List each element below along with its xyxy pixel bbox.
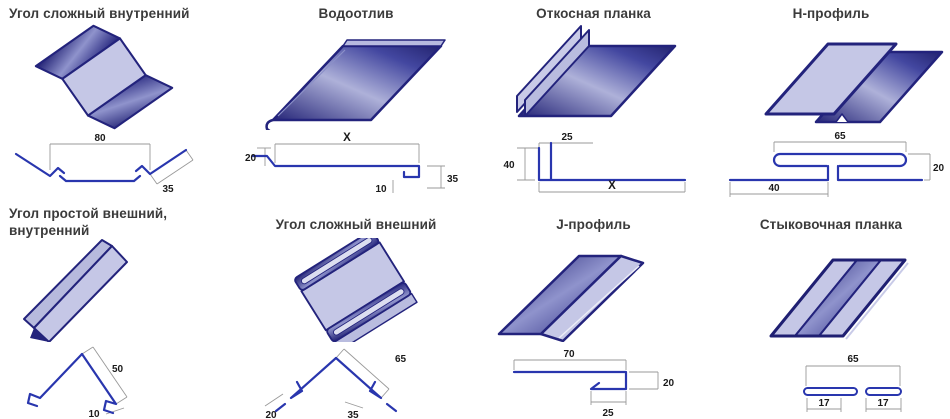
dim-label-65: 65	[834, 131, 846, 142]
center-profile	[58, 174, 141, 183]
h-profile-legs	[728, 164, 924, 182]
panel-simple-corner: Угол простой внешний, внутренний 50 10	[0, 200, 237, 419]
simple-corner-illustration	[22, 239, 128, 342]
inner-complex-corner-dimension-drawing: 80 35	[14, 133, 193, 195]
panel-title: Угол сложный внутренний	[9, 6, 190, 21]
panel-title: Угол сложный внешний	[275, 217, 437, 232]
channel-3d	[294, 238, 418, 342]
center-face	[60, 37, 147, 117]
panel-title: Угол простой внешний, внутренний	[0, 200, 237, 238]
dim-label-40: 40	[768, 183, 780, 194]
left-leg-profile	[26, 352, 83, 408]
j-profile-illustration	[497, 254, 644, 342]
dim-label-80: 80	[94, 133, 106, 144]
butt-strip-illustration	[769, 258, 909, 340]
dim-label-65: 65	[847, 354, 859, 365]
butt-strip-dimension-drawing: 65 17 17	[803, 354, 902, 412]
outer-complex-corner-dimension-drawing: 65 20 35	[264, 348, 407, 419]
plate-border	[769, 258, 907, 338]
slope-trim-profile	[537, 141, 686, 182]
left-fold-line	[277, 49, 346, 117]
panel-title: Водоотлив	[318, 6, 394, 21]
left-leg-profile	[289, 356, 338, 400]
left-hem-profile	[274, 402, 287, 413]
panel-slope-trim: Откосная планка 25 40 X	[475, 0, 712, 200]
panel-h-profile: Н-профиль 65 20 40	[712, 0, 950, 200]
dim-label-25: 25	[602, 408, 614, 419]
right-wing-profile	[134, 148, 187, 176]
top-hem-inner	[301, 238, 373, 285]
dim-label-40: 40	[503, 160, 515, 171]
front-plate	[764, 42, 898, 116]
dim-label-25: 25	[561, 132, 573, 143]
dim-label-x: X	[608, 180, 616, 192]
j-profile-dimension-drawing: 70 20 25	[512, 349, 675, 419]
dim-label-35: 35	[162, 184, 174, 195]
j-profile-section	[512, 370, 627, 391]
dim-label-10: 10	[375, 184, 387, 195]
bottom-hem-inner	[333, 288, 405, 336]
panel-title-line1: Угол простой внешний,	[9, 206, 168, 221]
sheet-face	[271, 44, 443, 122]
dim-label-20: 20	[933, 163, 945, 174]
inner-complex-corner-illustration	[34, 24, 173, 130]
right-flange-section	[865, 387, 902, 396]
dim-label-70: 70	[563, 349, 575, 360]
dim-label-17-left: 17	[818, 398, 830, 409]
panel-inner-complex-corner: Угол сложный внутренний 80 35	[0, 0, 237, 200]
panel-j-profile: J-профиль 70 20 25	[475, 200, 712, 419]
dim-label-10: 10	[88, 409, 100, 419]
slope-trim-illustration	[515, 25, 676, 118]
front-upstand-wall	[523, 29, 590, 117]
dim-label-17-right: 17	[877, 398, 889, 409]
dim-label-35: 35	[347, 410, 359, 419]
drip-edge-profile	[251, 154, 421, 179]
outer-complex-corner-illustration	[294, 238, 418, 342]
drip-edge-dimension-drawing: X 20 35 10	[245, 132, 459, 195]
top-channel	[772, 152, 908, 168]
raised-rail	[539, 254, 644, 342]
dim-label-35: 35	[447, 174, 459, 185]
panel-title: Н-профиль	[792, 6, 870, 21]
panel-title: J-профиль	[556, 217, 631, 232]
edge-highlight	[845, 262, 909, 340]
h-profile-illustration	[764, 42, 944, 124]
dim-label-50: 50	[112, 364, 124, 375]
panel-outer-complex-corner: Угол сложный внешний 65 20 35	[237, 200, 475, 419]
z-profile-3d	[34, 24, 173, 130]
front-leg-face	[32, 245, 128, 342]
right-leg-profile	[80, 352, 117, 415]
drip-edge-illustration	[265, 39, 446, 130]
bottom-notch	[835, 113, 849, 123]
dim-label-x: X	[343, 132, 351, 144]
left-flange-section	[803, 387, 858, 396]
panel-drip-edge: Водоотлив X 20 35 10	[237, 0, 475, 200]
panel-title: Стыковочная планка	[759, 217, 903, 232]
dim-label-20: 20	[245, 153, 257, 164]
right-leg-profile	[334, 356, 383, 400]
panel-title: Откосная планка	[536, 6, 651, 21]
dim-label-20: 20	[663, 378, 675, 389]
panel-butt-strip: Стыковочная планка 65 17 17	[712, 200, 950, 419]
dim-label-20: 20	[265, 410, 277, 419]
top-fold-lip	[342, 39, 446, 47]
simple-corner-dimension-drawing: 50 10	[26, 346, 127, 419]
slope-trim-dimension-drawing: 25 40 X	[503, 132, 686, 193]
rail-highlight	[557, 265, 640, 339]
dim-label-65: 65	[395, 354, 407, 365]
h-profile-dimension-drawing: 65 20 40	[728, 131, 945, 197]
right-hem-profile	[385, 402, 398, 413]
panel-title-line2: внутренний	[9, 223, 90, 238]
end-cap	[29, 328, 49, 342]
corner-hook	[265, 118, 274, 130]
left-wing-profile	[14, 152, 65, 178]
